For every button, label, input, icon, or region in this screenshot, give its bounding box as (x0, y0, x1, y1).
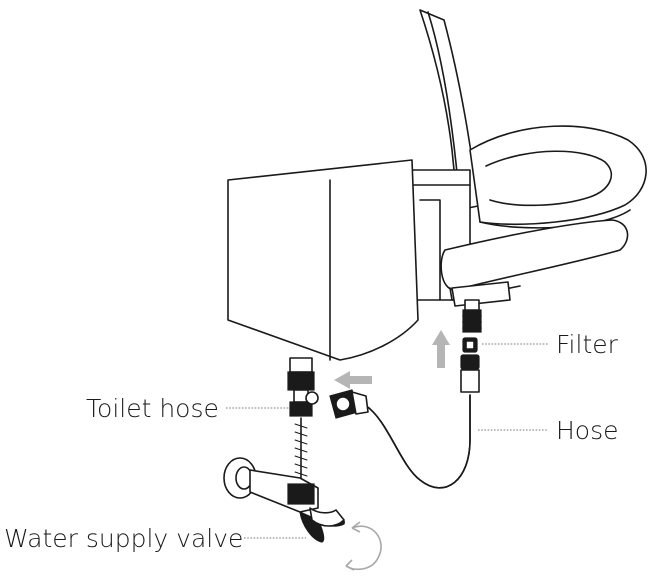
toilet-seat-unit (411, 9, 647, 333)
arrow-up-icon (432, 330, 450, 368)
rotation-arrow-icon (345, 525, 382, 571)
water-supply-valve (223, 457, 345, 543)
label-filter: Filter (556, 330, 619, 359)
filter (462, 337, 478, 353)
label-toilet-hose: Toilet hose (86, 394, 219, 423)
label-water-supply-valve: Water supply valve (4, 524, 243, 553)
label-hose: Hose (556, 416, 619, 445)
toilet-hose (287, 357, 319, 486)
hose (329, 354, 480, 489)
seat-ring (469, 125, 647, 226)
arrow-left-icon (334, 371, 372, 389)
tank-body (227, 159, 419, 361)
toilet-tank (227, 159, 419, 361)
